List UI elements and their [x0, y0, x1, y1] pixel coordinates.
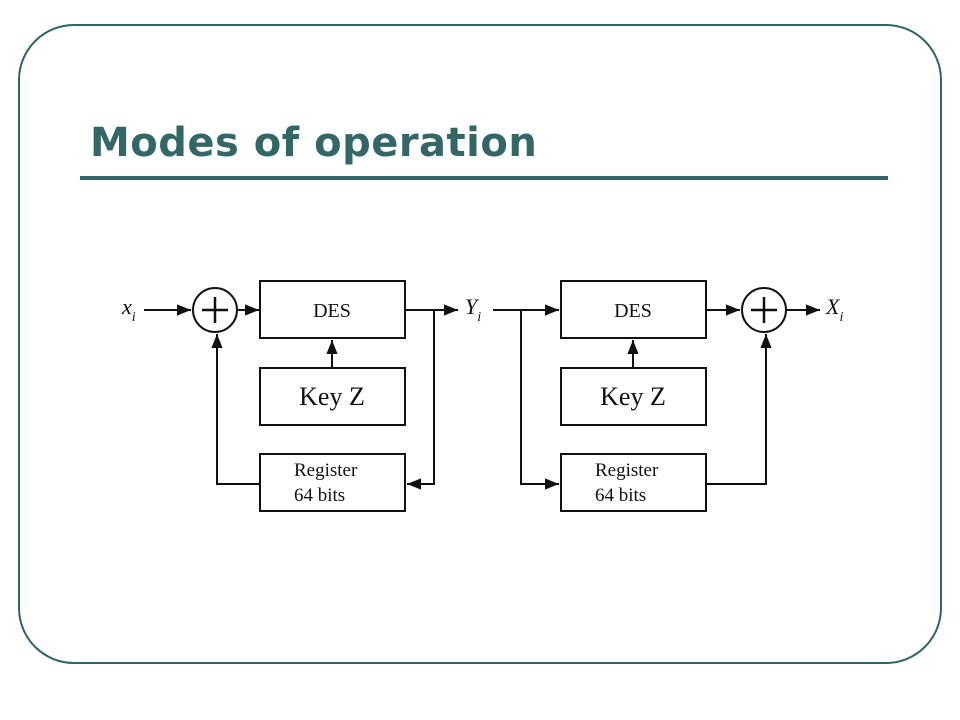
key-label: Key Z: [600, 382, 666, 411]
des-label: DES: [313, 300, 351, 322]
xor-node: [192, 287, 238, 333]
page-title: Modes of operation: [90, 120, 538, 166]
slide-frame: [18, 24, 942, 664]
register-box: [560, 453, 707, 512]
register-box: [259, 453, 406, 512]
des-label: DES: [614, 300, 652, 322]
decryption-diagram: DES Key Z Register 64 bits Xi: [493, 280, 843, 512]
title-underline: [80, 176, 888, 180]
output-xi-label: Xi: [825, 294, 843, 325]
input-to-register: [520, 310, 559, 490]
register-label-line1: Register: [294, 460, 358, 481]
register-label-line2: 64 bits: [294, 485, 345, 506]
register-label-line2: 64 bits: [595, 485, 646, 506]
register-to-xor: [706, 334, 772, 485]
encryption-diagram: xi DES Key Z Register 64 bits Yi: [121, 280, 481, 512]
input-xi-label: xi: [121, 294, 136, 325]
xor-node: [741, 287, 787, 333]
key-label: Key Z: [299, 382, 365, 411]
feedback-to-register: [407, 310, 435, 490]
output-yi-label: Yi: [465, 294, 481, 325]
register-to-xor: [211, 334, 260, 485]
register-label-line1: Register: [595, 460, 659, 481]
